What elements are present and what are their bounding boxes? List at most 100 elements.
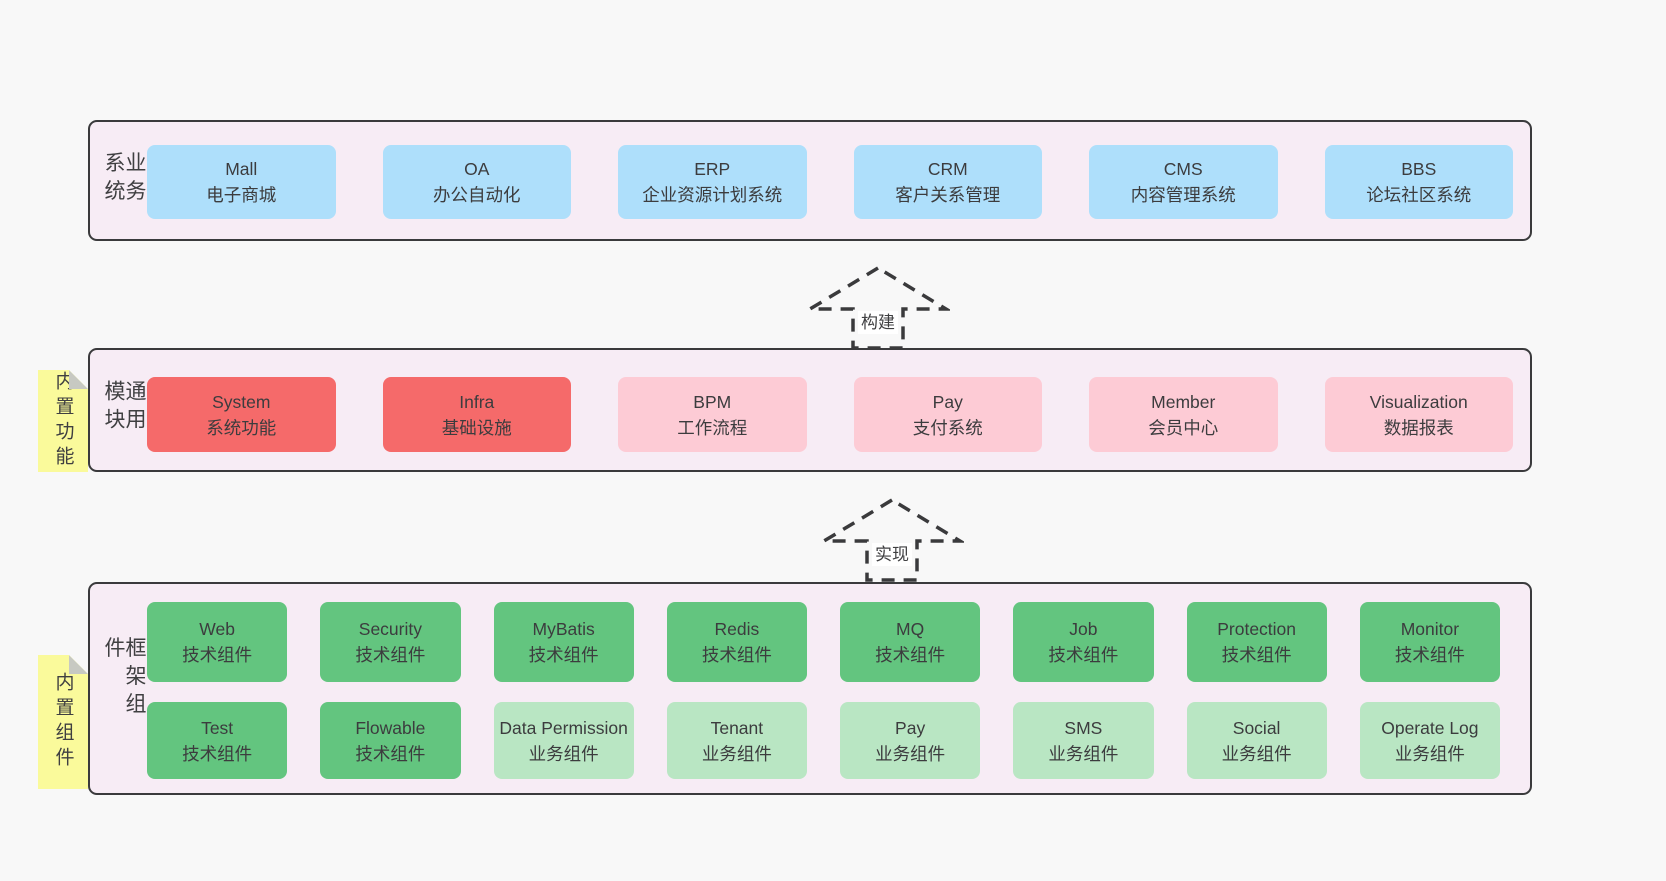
box-title: CRM [927,159,968,179]
box-protection: Protection 技术组件 [1186,602,1327,682]
box-infra: Infra 基础设施 [382,377,571,452]
box-visualization: Visualization 数据报表 [1324,377,1513,452]
box-monitor: Monitor 技术组件 [1359,602,1500,682]
note-fold-corner [69,370,88,389]
box-subtitle: 技术组件 [875,645,946,665]
box-title: Social [1232,717,1281,738]
box-cms: CMS 内容管理系统 [1089,145,1278,219]
box-subtitle: 支付系统 [912,417,983,438]
modules-boxes-row: System 系统功能 Infra 基础设施 BPM 工作流程 Pay 支付系统… [90,377,1530,452]
box-subtitle: 业务组件 [701,743,772,764]
note-fold-corner [69,655,88,674]
box-crm: CRM 客户关系管理 [853,145,1042,219]
band-business-systems: 业务系统 Mall 电子商城 OA 办公自动化 ERP 企业资源计划系统 CRM… [88,120,1532,241]
band-business-label: 业务系统 [102,151,146,208]
box-title: Tenant [710,717,764,738]
box-operate-log: Operate Log 业务组件 [1359,702,1500,779]
box-system: System 系统功能 [147,377,336,452]
box-pay-module: Pay 支付系统 [853,377,1042,452]
box-title: Operate Log [1381,717,1479,738]
box-title: ERP [694,159,731,179]
box-subtitle: 业务组件 [1048,743,1119,764]
box-mybatis: MyBatis 技术组件 [493,602,634,682]
box-security: Security 技术组件 [320,602,461,682]
arrow-implement: 实现 [820,496,964,584]
box-title: CMS [1163,159,1203,179]
box-test: Test 技术组件 [147,702,288,779]
sticky-note-built-in-features: 内置功能 [38,370,88,472]
box-subtitle: 技术组件 [182,743,253,764]
box-title: OA [464,159,490,179]
box-pay-component: Pay 业务组件 [840,702,981,779]
box-title: BBS [1401,159,1437,179]
box-title: Test [201,717,234,738]
box-redis: Redis 技术组件 [666,602,807,682]
box-title: Monitor [1400,619,1460,639]
box-subtitle: 技术组件 [1048,645,1119,665]
box-title: SMS [1064,717,1103,738]
box-oa: OA 办公自动化 [382,145,571,219]
box-title: Flowable [355,717,426,738]
box-subtitle: 内容管理系统 [1130,185,1236,205]
box-mall: Mall 电子商城 [147,145,336,219]
box-title: Pay [932,391,963,412]
box-member: Member 会员中心 [1089,377,1278,452]
box-title: MyBatis [532,619,595,639]
box-erp: ERP 企业资源计划系统 [618,145,807,219]
box-subtitle: 电子商城 [206,185,277,205]
dashed-up-arrow-icon [806,265,950,350]
band-common-modules: 通用模块 System 系统功能 Infra 基础设施 BPM 工作流程 Pay… [88,348,1532,472]
box-subtitle: 会员中心 [1148,417,1219,438]
business-boxes-row: Mall 电子商城 OA 办公自动化 ERP 企业资源计划系统 CRM 客户关系… [90,145,1530,219]
box-subtitle: 技术组件 [528,645,599,665]
box-flowable: Flowable 技术组件 [320,702,461,779]
box-title: BPM [693,391,732,412]
box-title: MQ [896,619,925,639]
box-subtitle: 系统功能 [206,417,277,438]
box-title: Security [358,619,422,639]
box-title: Infra [459,391,495,412]
box-subtitle: 客户关系管理 [895,185,1001,205]
box-subtitle: 企业资源计划系统 [642,185,783,205]
note-text: 内置功能 [52,371,74,471]
sticky-note-built-in-components: 内置组件 [38,655,88,789]
box-web: Web 技术组件 [147,602,288,682]
box-subtitle: 技术组件 [1394,645,1465,665]
box-subtitle: 业务组件 [1221,743,1292,764]
box-title: Mall [225,159,258,179]
box-sms: SMS 业务组件 [1013,702,1154,779]
dashed-up-arrow-icon [820,497,964,582]
box-subtitle: 数据报表 [1383,417,1454,438]
box-data-permission: Data Permission 业务组件 [493,702,634,779]
band-framework-components: 框架组件 Web 技术组件 Security 技术组件 MyBatis 技术组件… [88,582,1532,795]
band-modules-label: 通用模块 [102,380,146,436]
box-social: Social 业务组件 [1186,702,1327,779]
box-tenant: Tenant 业务组件 [666,702,807,779]
box-subtitle: 工作流程 [677,417,748,438]
box-subtitle: 办公自动化 [433,185,521,205]
box-title: Pay [895,717,926,738]
box-title: Redis [714,619,760,639]
box-title: Data Permission [499,717,628,738]
box-bpm: BPM 工作流程 [618,377,807,452]
band-components-label: 框架组件 [102,636,146,721]
box-title: Web [199,619,235,639]
box-subtitle: 基础设施 [441,417,512,438]
box-subtitle: 技术组件 [1221,645,1292,665]
box-subtitle: 技术组件 [182,645,253,665]
box-subtitle: 技术组件 [355,645,426,665]
box-title: System [212,391,271,412]
box-subtitle: 论坛社区系统 [1366,185,1472,205]
box-title: Job [1069,619,1098,639]
box-subtitle: 技术组件 [355,743,426,764]
arrow-build: 构建 [806,264,950,352]
box-subtitle: 技术组件 [701,645,772,665]
components-row-2: Test 技术组件 Flowable 技术组件 Data Permission … [90,702,1530,779]
box-title: Visualization [1369,391,1468,412]
note-text: 内置组件 [52,672,74,772]
box-title: Protection [1217,619,1297,639]
box-job: Job 技术组件 [1013,602,1154,682]
box-title: Member [1151,391,1216,412]
components-row-1: Web 技术组件 Security 技术组件 MyBatis 技术组件 Redi… [90,602,1530,682]
